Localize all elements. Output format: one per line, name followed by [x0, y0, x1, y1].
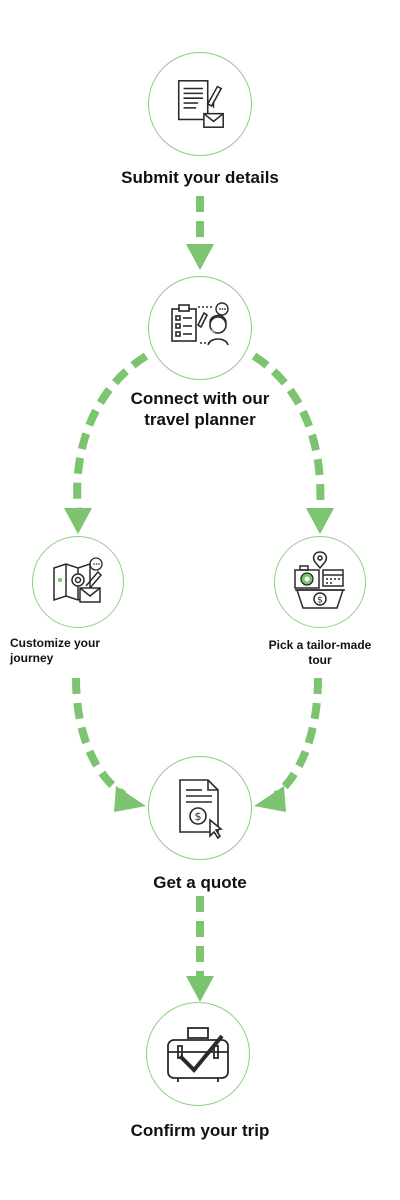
- connector-tour-to-quote: [273, 677, 322, 799]
- step-tailor-tour-circle: $: [274, 536, 366, 628]
- step-submit-details-label: Submit your details: [121, 168, 279, 187]
- svg-text:$: $: [195, 810, 202, 823]
- camera-tour-icon: $: [294, 551, 345, 609]
- step-connect-planner-circle: [148, 276, 252, 380]
- step-connect-planner-label: Connect with our travel planner: [130, 389, 270, 430]
- step-get-quote-circle: $: [148, 756, 252, 860]
- arrowhead-down-icon: [306, 508, 334, 534]
- arrowhead-left-icon: [254, 786, 286, 812]
- arrowhead-down-icon: [186, 244, 214, 270]
- step-get-quote-label: Get a quote: [153, 873, 247, 892]
- arrowhead-down-icon: [186, 976, 214, 1002]
- arrowhead-down-icon: [64, 508, 92, 534]
- connector-customize-to-quote: [72, 677, 127, 799]
- step-confirm-trip-label: Confirm your trip: [130, 1121, 270, 1140]
- map-customize-icon: [53, 557, 103, 603]
- step-confirm-trip-circle: [146, 1002, 250, 1106]
- document-envelope-icon: [177, 80, 224, 128]
- step-tailor-tour-label: Pick a tailor-made tour: [268, 638, 372, 667]
- planner-consult-icon: [171, 302, 229, 346]
- step-customize-journey-circle: [32, 536, 124, 628]
- step-customize-journey-label: Customize your journey: [10, 636, 101, 665]
- suitcase-check-icon: [167, 1027, 229, 1082]
- connector-connect-to-customize: [73, 352, 149, 511]
- connector-connect-to-tour: [251, 352, 325, 511]
- step-submit-details-circle: [148, 52, 252, 156]
- svg-text:$: $: [317, 596, 323, 606]
- arrowhead-right-icon: [114, 786, 146, 812]
- quote-document-icon: $: [179, 779, 223, 840]
